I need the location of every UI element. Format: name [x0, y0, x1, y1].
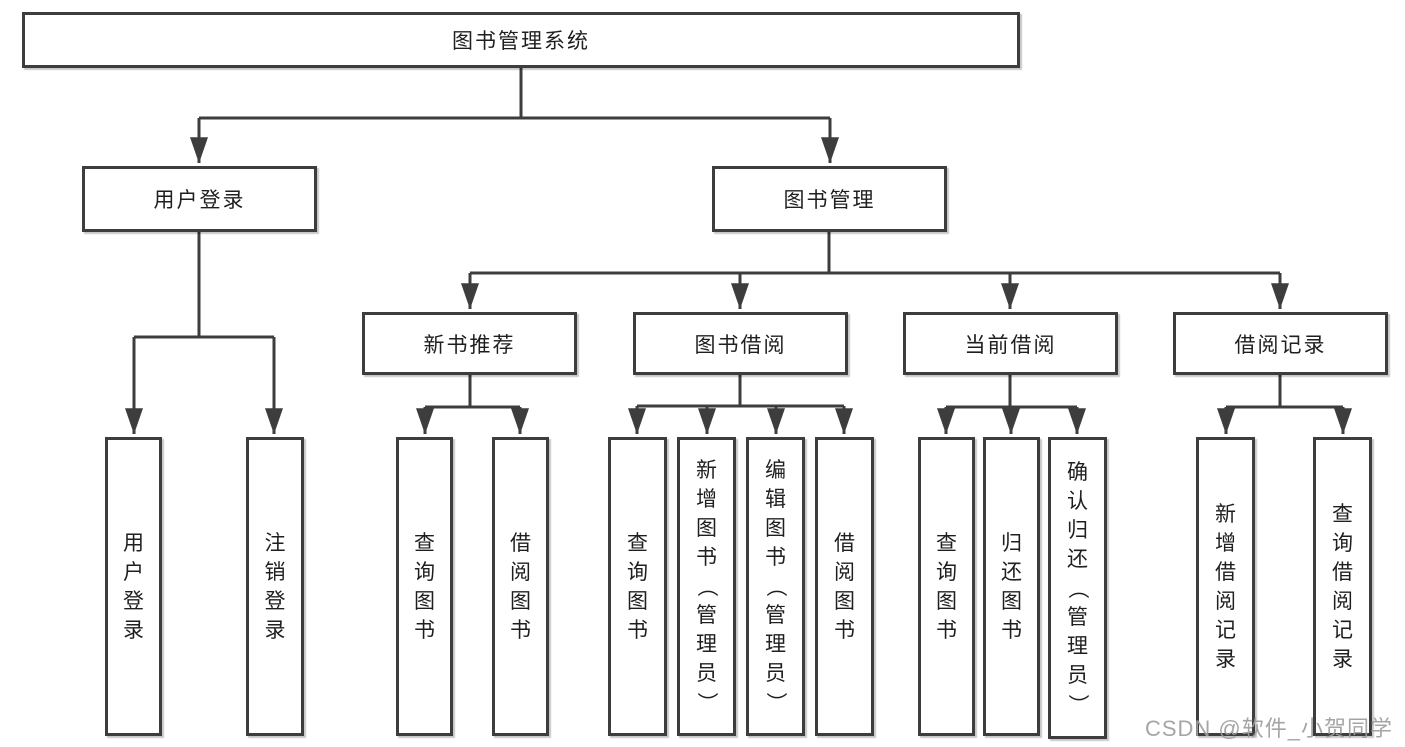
node-nb-query-books: 查询图书: [396, 437, 453, 736]
node-book-borrowing: 图书借阅: [633, 312, 848, 375]
node-br-add-record: 新增借阅记录: [1196, 437, 1255, 736]
node-book-management: 图书管理: [712, 166, 947, 232]
node-bb-borrow-books: 借阅图书: [815, 437, 874, 736]
node-cb-query-books: 查询图书: [918, 437, 975, 736]
node-bb-query-books: 查询图书: [608, 437, 667, 736]
node-new-book-recommend: 新书推荐: [362, 312, 577, 375]
node-br-query-record: 查询借阅记录: [1313, 437, 1372, 736]
node-user-login: 用户登录: [82, 166, 317, 232]
node-cb-return-books: 归还图书: [983, 437, 1040, 736]
node-root: 图书管理系统: [22, 12, 1020, 68]
node-user-login-leaf: 用户登录: [105, 437, 162, 736]
node-borrowing-records: 借阅记录: [1173, 312, 1388, 375]
node-cb-confirm-return-admin: 确认归还（管理员）: [1048, 437, 1107, 739]
csdn-watermark: CSDN @软件_小贺同学: [1144, 716, 1393, 741]
node-nb-borrow-books: 借阅图书: [492, 437, 549, 736]
node-bb-add-books-admin: 新增图书（管理员）: [677, 437, 736, 736]
node-logout-leaf: 注销登录: [246, 437, 304, 736]
node-bb-edit-books-admin: 编辑图书（管理员）: [746, 437, 805, 736]
node-current-borrowing: 当前借阅: [903, 312, 1118, 375]
